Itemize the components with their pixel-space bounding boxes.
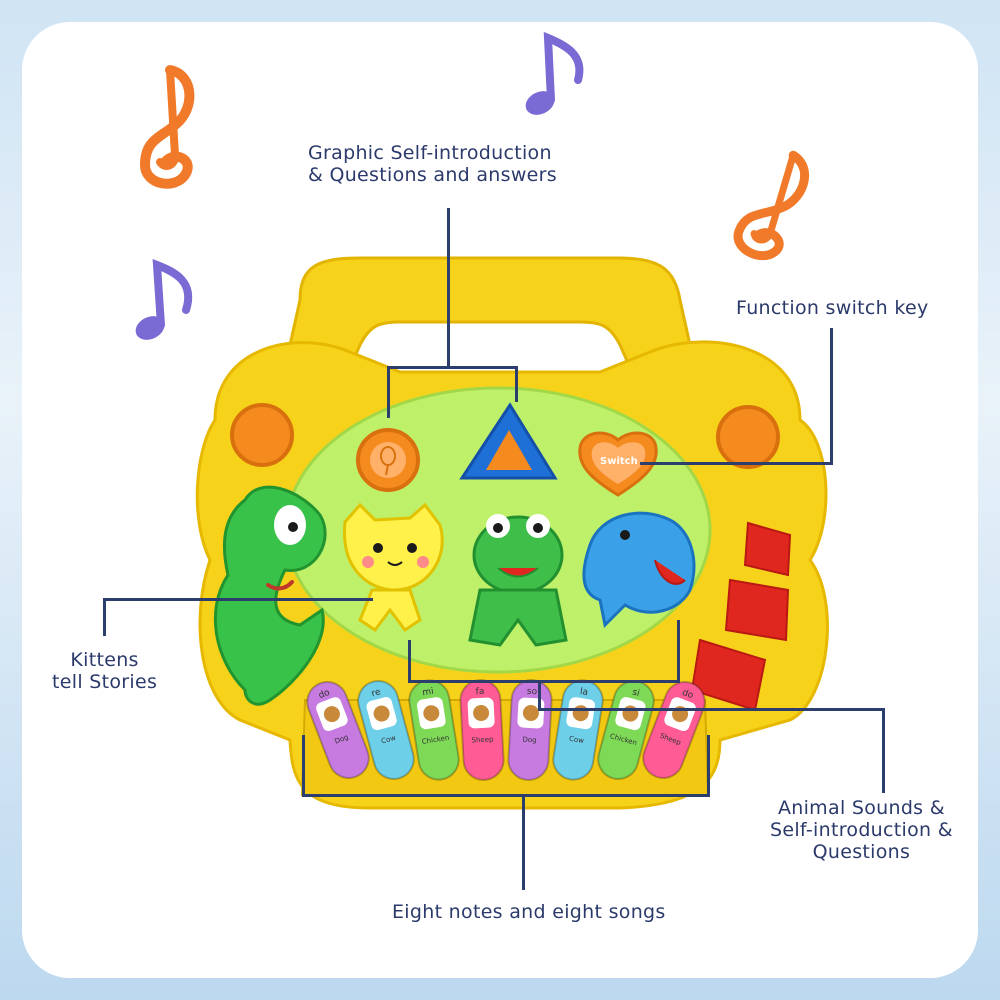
- orange-side-button: [716, 405, 780, 469]
- music-note-icon: [525, 31, 584, 115]
- switch-button-label[interactable]: Switch: [600, 456, 638, 467]
- callout-line: [707, 735, 710, 797]
- callout-line: [103, 598, 106, 636]
- key-animal-label: Cow: [380, 734, 397, 746]
- callout-line: [408, 680, 680, 683]
- orange-side-button: [230, 403, 294, 467]
- callout-line: [640, 462, 833, 465]
- callout-line: [515, 366, 518, 402]
- callout-line: [522, 794, 525, 890]
- key-note-label: fa: [475, 687, 484, 697]
- callout-line: [408, 640, 411, 682]
- key-note-label: si: [631, 688, 641, 700]
- key-animal-label: Dog: [522, 736, 537, 745]
- treble-clef-icon: [733, 150, 810, 261]
- key-note-label: re: [371, 687, 383, 699]
- callout-animal-sounds-label: Animal Sounds & Self-introduction & Ques…: [770, 797, 953, 863]
- key-note-label: do: [681, 688, 696, 702]
- callout-line: [882, 708, 885, 793]
- treble-clef-icon: [139, 65, 195, 189]
- callout-line: [538, 708, 885, 711]
- key-animal-label: Sheep: [471, 735, 494, 744]
- callout-kittens-label: Kittens tell Stories: [52, 649, 158, 693]
- callout-line: [830, 328, 833, 465]
- key-note-label: mi: [422, 687, 435, 699]
- callout-line: [538, 680, 541, 710]
- callout-graphic-label: Graphic Self-introduction & Questions an…: [308, 142, 557, 186]
- key-note-label: do: [317, 688, 332, 702]
- callout-line: [447, 208, 450, 368]
- callout-line: [302, 735, 305, 797]
- callout-line: [387, 366, 390, 418]
- key-note-label: so: [527, 687, 538, 698]
- callout-line: [387, 366, 518, 369]
- callout-eight-notes-label: Eight notes and eight songs: [392, 901, 666, 923]
- callout-line: [677, 620, 680, 682]
- music-note-icon: [135, 258, 193, 340]
- callout-line: [302, 794, 710, 797]
- callout-line: [103, 598, 373, 601]
- key-animal-label: Cow: [568, 735, 584, 745]
- key-note-label: la: [579, 687, 588, 698]
- callout-function-switch-label: Function switch key: [736, 297, 929, 319]
